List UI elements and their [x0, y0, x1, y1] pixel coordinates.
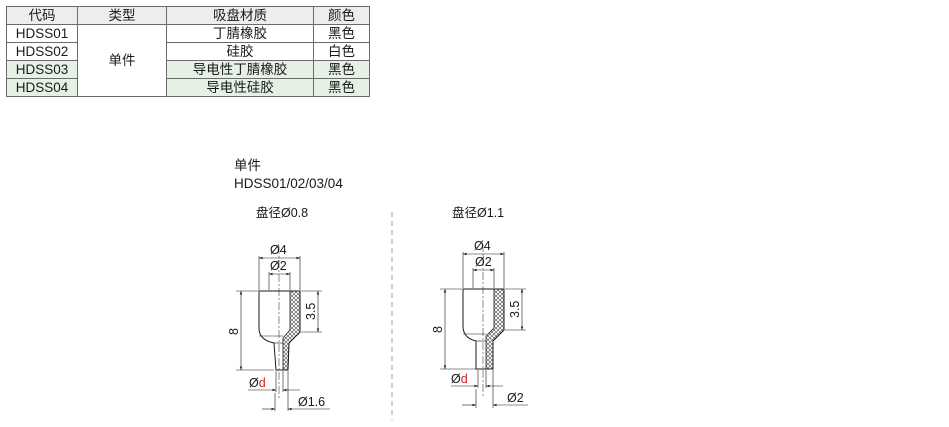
drawing-left: 盘径Ø0.8 Ø4 Ø2 8 3.5 Ød [227, 205, 330, 411]
dim-cup-right: 3.5 [508, 301, 522, 318]
header-material: 吸盘材质 [166, 6, 314, 25]
dim-height-left: 8 [227, 328, 241, 335]
cell-code: HDSS03 [6, 60, 78, 79]
dim-tip-left: Ø1.6 [298, 395, 325, 409]
drawing-right: 盘径Ø1.1 Ø4 Ø2 8 3.5 Ød [431, 205, 528, 408]
cell-color: 黑色 [313, 24, 370, 43]
table-row: HDSS02 硅胶 白色 [6, 42, 370, 61]
dim-d-left-var: d [259, 376, 266, 390]
header-type: 类型 [77, 6, 167, 25]
table-header-row: 代码 类型 吸盘材质 颜色 [6, 6, 370, 25]
dim-cup-left: 3.5 [304, 303, 318, 320]
drawing-right-caption: 盘径Ø1.1 [452, 205, 504, 220]
cell-code: HDSS02 [6, 42, 78, 61]
dim-outer-left: Ø4 [270, 243, 287, 257]
section-title: 单件 [234, 158, 261, 173]
dim-outer-right: Ø4 [474, 239, 491, 253]
dim-tip-right: Ø2 [507, 391, 524, 405]
dim-d-right-prefix: Ø [451, 372, 461, 386]
dim-inner-left: Ø2 [270, 259, 287, 273]
cell-color: 黑色 [313, 78, 370, 97]
drawing-left-caption: 盘径Ø0.8 [256, 205, 308, 220]
dim-d-right: Ød [451, 372, 468, 386]
spec-table: 代码 类型 吸盘材质 颜色 HDSS01 单件 丁腈橡胶 黑色 HDSS02 硅… [6, 6, 370, 97]
section-subtitle: HDSS01/02/03/04 [234, 176, 343, 191]
dim-inner-right: Ø2 [475, 255, 492, 269]
dim-d-left-prefix: Ø [249, 376, 259, 390]
dim-d-right-var: d [461, 372, 468, 386]
dim-d-left: Ød [249, 376, 266, 390]
cell-code: HDSS04 [6, 78, 78, 97]
cup-section-hatch [282, 290, 301, 371]
table-row: HDSS04 导电性硅胶 黑色 [6, 78, 370, 97]
header-code: 代码 [6, 6, 78, 25]
cell-material: 导电性硅胶 [166, 78, 314, 97]
dim-height-right: 8 [431, 326, 445, 333]
cup-section-hatch [485, 288, 505, 370]
